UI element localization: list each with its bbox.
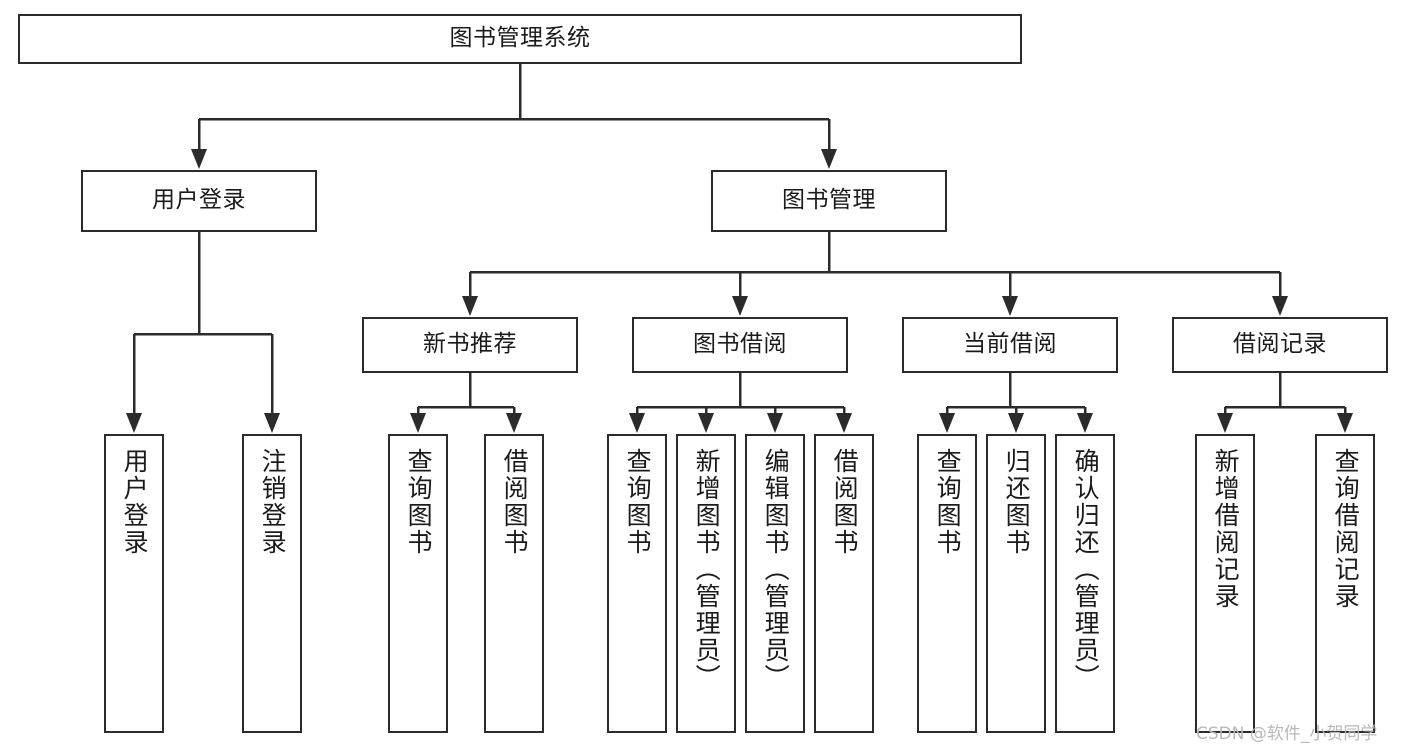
node-book-borrow[interactable]: 图书借阅 <box>632 317 848 373</box>
node-label: 新增图书（管理员） <box>692 448 722 691</box>
node-label: 当前借阅 <box>963 331 1057 358</box>
node-leaf-query-book-cur[interactable]: 查询图书 <box>917 434 977 733</box>
node-label: 新增借阅记录 <box>1211 448 1241 610</box>
node-leaf-add-record[interactable]: 新增借阅记录 <box>1195 434 1255 733</box>
node-label: 编辑图书（管理员） <box>761 448 791 691</box>
node-label: 确认归还（管理员） <box>1071 448 1101 691</box>
node-user-login[interactable]: 用户登录 <box>81 170 317 232</box>
node-leaf-query-book-rec[interactable]: 查询图书 <box>388 434 448 733</box>
node-leaf-user-login[interactable]: 用户登录 <box>104 434 164 733</box>
node-label: 归还图书 <box>1002 448 1032 556</box>
node-leaf-edit-book[interactable]: 编辑图书（管理员） <box>745 434 805 733</box>
node-new-book-rec[interactable]: 新书推荐 <box>362 317 578 373</box>
watermark-text: CSDN @软件_小贺同学 <box>1196 724 1378 744</box>
node-label: 新书推荐 <box>423 331 517 358</box>
node-label: 查询图书 <box>933 448 963 556</box>
node-leaf-return-book[interactable]: 归还图书 <box>986 434 1046 733</box>
node-label: 图书借阅 <box>693 331 787 358</box>
node-label: 借阅记录 <box>1233 331 1327 358</box>
node-label: 借阅图书 <box>500 448 530 556</box>
node-book-manage[interactable]: 图书管理 <box>711 170 947 232</box>
node-leaf-logout[interactable]: 注销登录 <box>242 434 302 733</box>
node-current-borrow[interactable]: 当前借阅 <box>902 317 1118 373</box>
node-label: 注销登录 <box>258 448 288 556</box>
node-label: 借阅图书 <box>830 448 860 556</box>
node-label: 查询图书 <box>404 448 434 556</box>
node-leaf-add-book[interactable]: 新增图书（管理员） <box>676 434 736 733</box>
node-label: 图书管理系统 <box>449 25 591 52</box>
node-leaf-confirm-return[interactable]: 确认归还（管理员） <box>1055 434 1115 733</box>
node-leaf-borrow-book-rec[interactable]: 借阅图书 <box>484 434 544 733</box>
node-label: 用户登录 <box>120 448 150 556</box>
node-label: 查询图书 <box>623 448 653 556</box>
node-root[interactable]: 图书管理系统 <box>18 14 1022 64</box>
node-label: 图书管理 <box>782 187 876 214</box>
node-label: 查询借阅记录 <box>1331 448 1361 610</box>
node-borrow-record[interactable]: 借阅记录 <box>1172 317 1388 373</box>
node-label: 用户登录 <box>152 187 246 214</box>
node-leaf-query-record[interactable]: 查询借阅记录 <box>1315 434 1375 733</box>
node-leaf-borrow-book[interactable]: 借阅图书 <box>814 434 874 733</box>
node-leaf-query-book[interactable]: 查询图书 <box>607 434 667 733</box>
